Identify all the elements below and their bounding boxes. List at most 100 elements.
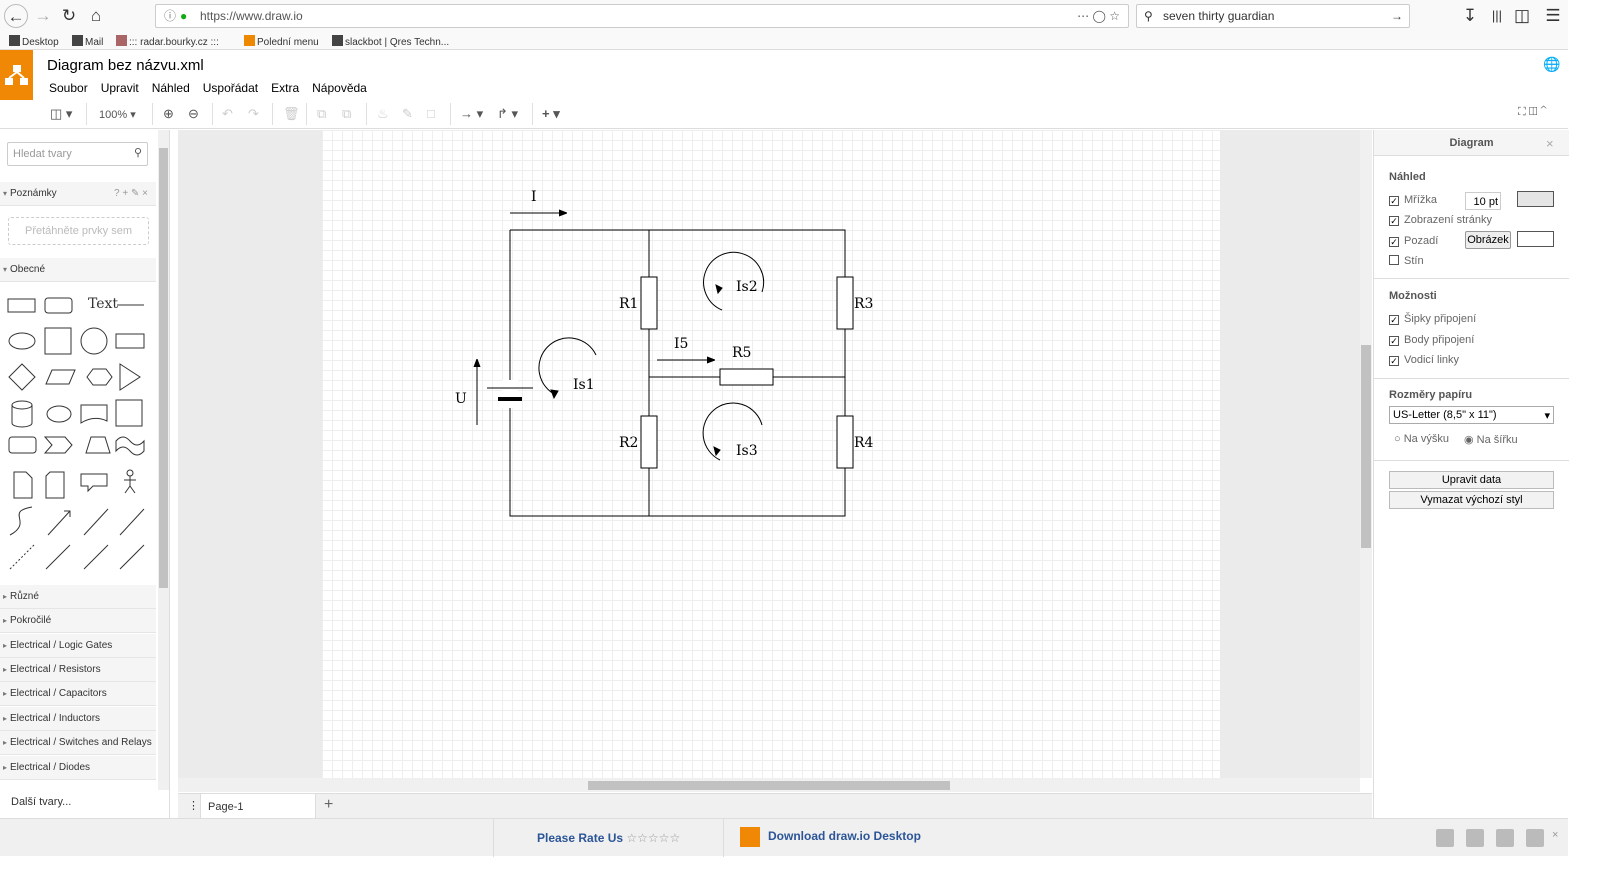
- document-title[interactable]: Diagram bez názvu.xml: [47, 57, 204, 74]
- section-diodes[interactable]: Electrical / Diodes: [0, 756, 156, 780]
- menu-icon[interactable]: ☰: [1545, 6, 1561, 25]
- bookmark[interactable]: Polední menu: [244, 35, 319, 48]
- background-checkbox[interactable]: ✓Pozadí: [1389, 235, 1439, 247]
- go-icon[interactable]: →: [1391, 9, 1403, 23]
- library-icon[interactable]: |||: [1491, 8, 1503, 23]
- paper-size-select[interactable]: US-Letter (8,5" x 11")▾: [1389, 406, 1554, 424]
- connection-icon[interactable]: → ▾: [460, 106, 484, 121]
- grid-color-button[interactable]: [1517, 191, 1554, 207]
- back-button[interactable]: ←: [4, 4, 28, 28]
- zoom-out-icon[interactable]: ⊖: [188, 106, 199, 121]
- facebook-icon[interactable]: [1466, 829, 1484, 847]
- label-r1: R1: [619, 296, 638, 312]
- twitter-icon[interactable]: [1496, 829, 1514, 847]
- background-image-button[interactable]: Obrázek: [1465, 231, 1511, 249]
- menu-help[interactable]: Nápověda: [312, 81, 367, 95]
- forward-button[interactable]: →: [34, 6, 52, 25]
- section-advanced[interactable]: Pokročilé: [0, 609, 156, 633]
- page-actions-icon[interactable]: ⋯ ◯ ☆: [1077, 9, 1120, 23]
- section-misc[interactable]: Různé: [0, 585, 156, 609]
- github-icon[interactable]: [1526, 829, 1544, 847]
- resistor-r2: [640, 415, 658, 469]
- label-is2: Is2: [736, 279, 758, 295]
- menu-arrange[interactable]: Uspořádat: [202, 81, 259, 95]
- line-color-icon[interactable]: ✎: [402, 106, 413, 121]
- sidebar-scrollbar[interactable]: [158, 130, 169, 790]
- more-shapes-link[interactable]: Další tvary...: [11, 796, 72, 808]
- download-desktop-link[interactable]: Download draw.io Desktop: [740, 827, 921, 847]
- shape-palette[interactable]: Text: [4, 287, 154, 577]
- menu-view[interactable]: Náhled: [151, 81, 190, 95]
- bookmark[interactable]: slackbot | Qres Techn...: [332, 35, 449, 48]
- bookmark[interactable]: ::: radar.bourky.cz :::: [116, 35, 219, 48]
- insert-icon[interactable]: + ▾: [542, 106, 560, 121]
- drawio-logo: [0, 50, 33, 100]
- bookmark[interactable]: Mail: [72, 35, 103, 48]
- to-back-icon[interactable]: ⧉: [342, 106, 352, 121]
- vertical-scrollbar[interactable]: [1360, 130, 1372, 778]
- fill-color-icon[interactable]: ♨: [377, 106, 389, 121]
- shape-search-input[interactable]: Hledat tvary⚲: [7, 142, 148, 166]
- sidebar-icon[interactable]: ◫: [1513, 6, 1531, 25]
- home-button[interactable]: ⌂: [90, 6, 102, 25]
- rating-stars: ☆☆☆☆☆: [626, 831, 681, 845]
- page-tab[interactable]: Page-1: [200, 794, 316, 818]
- zoom-select[interactable]: 100% ▾: [99, 109, 136, 121]
- edit-data-button[interactable]: Upravit data: [1389, 471, 1554, 489]
- add-page-icon[interactable]: +: [324, 796, 334, 813]
- waypoints-icon[interactable]: ↱ ▾: [497, 106, 519, 121]
- circuit-diagram[interactable]: I U R1 R2 R3 R4 R5 I5 Is1 Is2 Is3: [322, 130, 1220, 778]
- fullscreen-icon[interactable]: ⛶ ◫ ⌃: [1518, 106, 1547, 118]
- section-resistors[interactable]: Electrical / Resistors: [0, 658, 156, 682]
- download-icon[interactable]: ↧: [1462, 6, 1478, 25]
- loop-is3: [702, 402, 763, 461]
- format-panel-icon[interactable]: ◫ ▾: [50, 106, 73, 121]
- section-general[interactable]: Obecné: [0, 258, 156, 282]
- section-switches[interactable]: Electrical / Switches and Relays: [0, 731, 156, 755]
- portrait-radio[interactable]: ○ Na výšku: [1394, 433, 1449, 445]
- grid-checkbox[interactable]: ✓Mřížka: [1389, 194, 1437, 206]
- language-icon[interactable]: 🌐: [1543, 56, 1561, 72]
- section-scratchpad[interactable]: Poznámky? + ✎ ×: [0, 182, 156, 206]
- redo-icon[interactable]: ↷: [248, 106, 259, 121]
- reload-button[interactable]: ↻: [61, 6, 77, 25]
- scratchpad-drop-area[interactable]: Přetáhněte prvky sem: [8, 217, 149, 245]
- url-bar[interactable]: ⓘ●https://www.draw.io⋯ ◯ ☆: [155, 4, 1129, 28]
- paper-heading: Rozměry papíru: [1389, 389, 1473, 401]
- format-panel: Diagram × Náhled ✓Mřížka 10 pt ✓Zobrazen…: [1373, 130, 1569, 818]
- guides-checkbox[interactable]: ✓Vodicí linky: [1389, 354, 1460, 366]
- browser-toolbar: ← → ↻ ⌂ ⓘ●https://www.draw.io⋯ ◯ ☆ ⚲seve…: [0, 0, 1568, 32]
- toolbar: ◫ ▾ 100% ▾ ⊕ ⊖ ↶ ↷ 🗑 ⧉ ⧉ ♨ ✎ □ → ▾ ↱ ▾ +…: [0, 100, 1568, 129]
- connection-arrows-checkbox[interactable]: ✓Šipky připojení: [1389, 313, 1477, 325]
- close-footer-icon[interactable]: ×: [1552, 829, 1559, 841]
- zoom-in-icon[interactable]: ⊕: [163, 106, 174, 121]
- browser-search[interactable]: ⚲seven thirty guardian→: [1136, 4, 1410, 28]
- menu-edit[interactable]: Upravit: [100, 81, 139, 95]
- menu-extras[interactable]: Extra: [271, 81, 300, 95]
- shadow-icon[interactable]: □: [427, 106, 435, 121]
- rate-us-link[interactable]: Please Rate Us ☆☆☆☆☆: [493, 819, 724, 857]
- section-capacitors[interactable]: Electrical / Capacitors: [0, 682, 156, 706]
- diagram-canvas[interactable]: I U R1 R2 R3 R4 R5 I5 Is1 Is2 Is3: [178, 130, 1360, 778]
- menu-file[interactable]: Soubor: [49, 81, 88, 95]
- label-is1: Is1: [573, 377, 595, 393]
- pages-menu-icon[interactable]: ⋮: [188, 800, 199, 812]
- grid-size-input[interactable]: 10 pt: [1465, 192, 1501, 210]
- delete-icon[interactable]: 🗑: [283, 106, 300, 121]
- lock-icon: ●: [180, 9, 188, 23]
- clear-default-style-button[interactable]: Vymazat výchozí styl: [1389, 491, 1554, 509]
- close-icon[interactable]: ×: [1546, 136, 1554, 151]
- undo-icon[interactable]: ↶: [222, 106, 233, 121]
- section-inductors[interactable]: Electrical / Inductors: [0, 707, 156, 731]
- section-logic-gates[interactable]: Electrical / Logic Gates: [0, 634, 156, 658]
- horizontal-scrollbar[interactable]: [178, 778, 1360, 792]
- page-view-checkbox[interactable]: ✓Zobrazení stránky: [1389, 214, 1493, 226]
- background-color-button[interactable]: [1517, 231, 1554, 247]
- bookmark[interactable]: Desktop: [9, 35, 59, 48]
- shadow-checkbox[interactable]: Stín: [1389, 255, 1424, 267]
- diagram-page[interactable]: I U R1 R2 R3 R4 R5 I5 Is1 Is2 Is3: [322, 130, 1220, 778]
- to-front-icon[interactable]: ⧉: [317, 106, 327, 121]
- landscape-radio[interactable]: ◉ Na šířku: [1464, 434, 1518, 446]
- connection-points-checkbox[interactable]: ✓Body připojení: [1389, 334, 1475, 346]
- youtube-icon[interactable]: [1436, 829, 1454, 847]
